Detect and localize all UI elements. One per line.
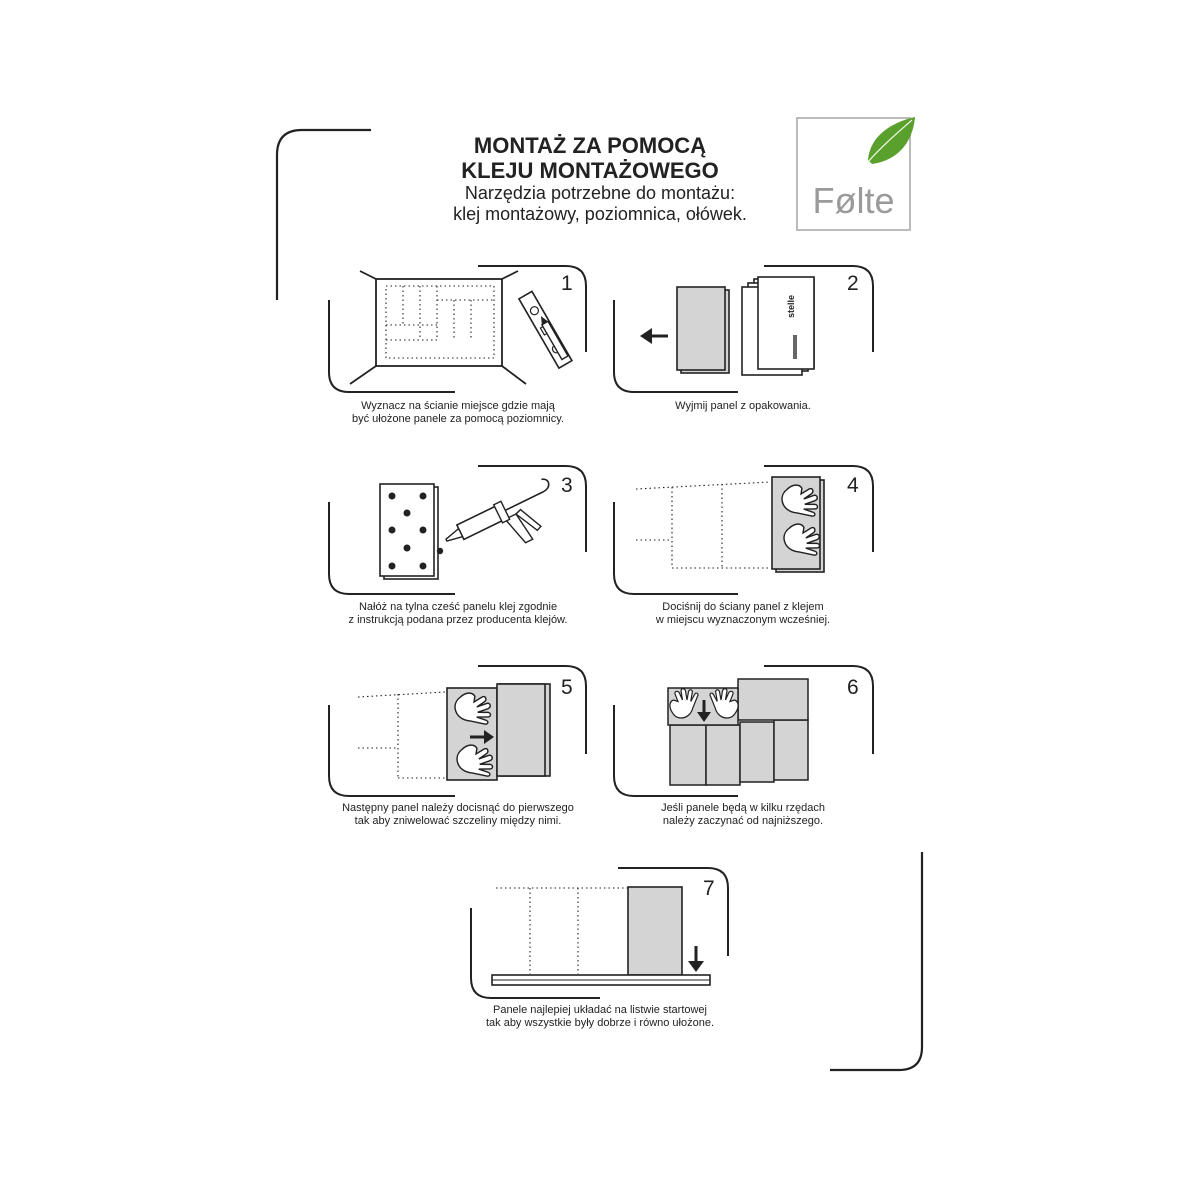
step-6-number: 6: [847, 676, 859, 699]
step-3-number: 3: [561, 474, 573, 497]
step-1-caption: Wyznacz na ścianie miejsce gdzie mają by…: [318, 400, 598, 426]
step-4-caption: Dociśnij do ściany panel z klejem w miej…: [603, 601, 883, 627]
step-7-caption: Panele najlepiej układać na listwie star…: [460, 1004, 740, 1030]
frame-corner-top-left: [275, 128, 371, 300]
step-1-caption-line-1: Wyznacz na ścianie miejsce gdzie mają: [361, 400, 555, 412]
step-6-caption: Jeśli panele będą w kilku rzędach należy…: [603, 802, 883, 828]
logo: [796, 117, 915, 231]
step-2-caption: Wyjmij panel z opakowania.: [603, 400, 883, 413]
step-1-caption-line-2: być ułożone panele za pomocą poziomnicy.: [352, 413, 564, 425]
step-2-illustration: [613, 265, 874, 393]
step-5-number: 5: [561, 676, 573, 699]
step-7-number: 7: [703, 877, 715, 900]
step-4-caption-line-2: w miejscu wyznaczonym wcześniej.: [655, 614, 831, 626]
step-2-number: 2: [847, 272, 859, 295]
step-3-caption-line-1: Nałóż na tylna cześć panelu klej zgodnie: [358, 601, 558, 613]
step-7-illustration: [470, 867, 729, 999]
step-6-caption-line-2: należy zaczynać od najniższego.: [662, 815, 824, 827]
step-5-caption-line-2: tak aby zniwelować szczeliny między nimi…: [354, 815, 562, 827]
step-7-caption-line-1: Panele najlepiej układać na listwie star…: [492, 1004, 707, 1016]
leaf-icon: [868, 117, 915, 164]
page-title-line-1: MONTAŻ ZA POMOCĄ: [473, 133, 707, 158]
package-brand-label: stelle: [786, 294, 796, 318]
step-5-illustration: [328, 665, 587, 797]
tools-subtitle-line-1: Narzędzia potrzebne do montażu:: [464, 183, 736, 203]
step-3-caption: Nałóż na tylna cześć panelu klej zgodnie…: [318, 601, 598, 627]
step-1-illustration: [328, 265, 587, 393]
frame-corner-bottom-right: [830, 852, 924, 1072]
tools-subtitle-line-2: klej montażowy, poziomnica, ołówek.: [453, 204, 747, 224]
step-5-caption-line-1: Następny panel należy docisnąć do pierws…: [342, 802, 574, 814]
step-1-number: 1: [561, 272, 573, 295]
step-6-caption-line-1: Jeśli panele będą w kilku rzędach: [661, 802, 825, 814]
step-4-illustration: [613, 465, 874, 595]
page-title-line-2: KLEJU MONTAŻOWEGO: [461, 158, 719, 183]
step-3-caption-line-2: z instrukcją podana przez producenta kle…: [348, 614, 568, 626]
step-4-caption-line-1: Dociśnij do ściany panel z klejem: [662, 601, 824, 613]
step-3-illustration: [328, 465, 587, 595]
step-2-caption-line-1: Wyjmij panel z opakowania.: [675, 400, 811, 412]
step-7-caption-line-2: tak aby wszystkie były dobrze i równo uł…: [485, 1017, 715, 1029]
step-5-caption: Następny panel należy docisnąć do pierws…: [318, 802, 598, 828]
step-6-illustration: [613, 665, 874, 797]
logo-text: Følte: [812, 180, 895, 221]
step-4-number: 4: [847, 474, 859, 497]
